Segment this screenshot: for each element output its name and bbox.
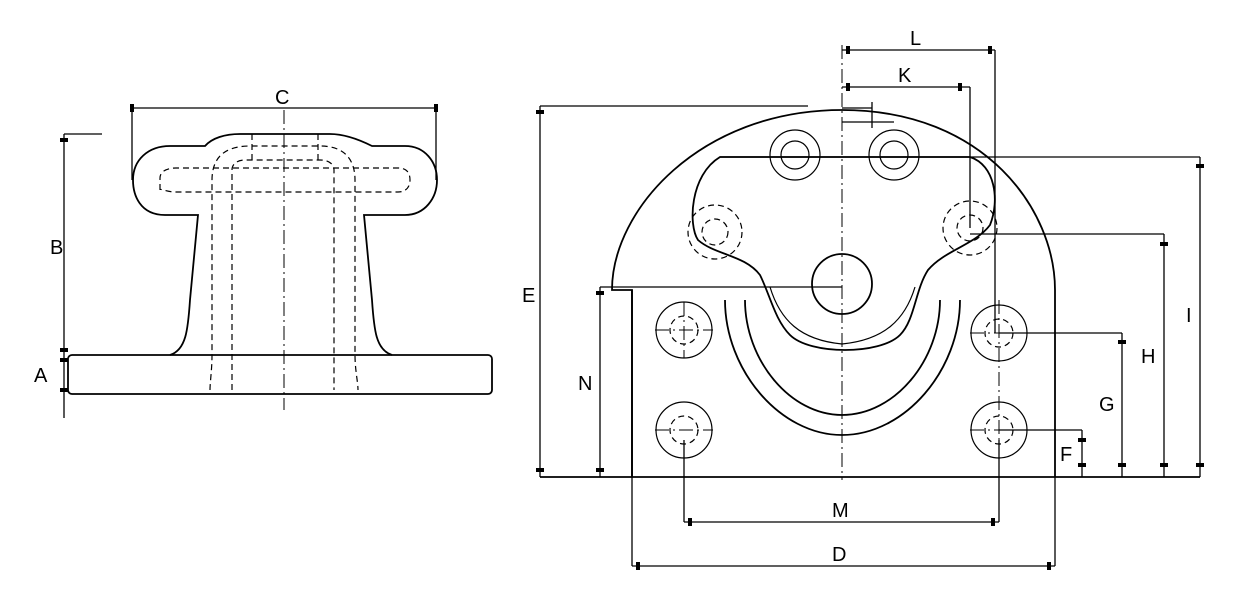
side-hidden-bore: [231, 159, 335, 390]
label-a: A: [34, 365, 48, 387]
label-g: G: [1099, 394, 1115, 416]
label-i: I: [1186, 305, 1192, 327]
label-e: E: [522, 285, 535, 307]
label-b: B: [50, 237, 63, 259]
side-view: C B A: [34, 87, 493, 418]
label-h: H: [1141, 346, 1155, 368]
plan-hole-horn-left-inner: [701, 218, 729, 246]
plan-hole-horn-left: [687, 204, 743, 260]
label-n: N: [578, 373, 592, 395]
side-hidden-horn: [159, 167, 411, 193]
label-k: K: [898, 65, 912, 87]
plan-hole-top-right-inner: [879, 140, 909, 170]
label-d: D: [832, 544, 846, 566]
side-horn-outline: [132, 133, 438, 356]
plan-hole-top-right-outer: [868, 129, 920, 181]
side-base-plate: [67, 354, 493, 395]
plan-base-body: [611, 109, 1056, 477]
label-m: M: [832, 500, 849, 522]
plan-hole-top-left-inner: [780, 140, 810, 170]
label-f: F: [1060, 444, 1072, 466]
label-c: C: [275, 87, 289, 109]
label-l: L: [910, 28, 921, 50]
plan-horn-outline: [691, 156, 996, 351]
plan-view: L K E N I H: [522, 28, 1204, 570]
plan-hole-horn-right: [942, 200, 998, 256]
plan-hole-top-left-outer: [769, 129, 821, 181]
